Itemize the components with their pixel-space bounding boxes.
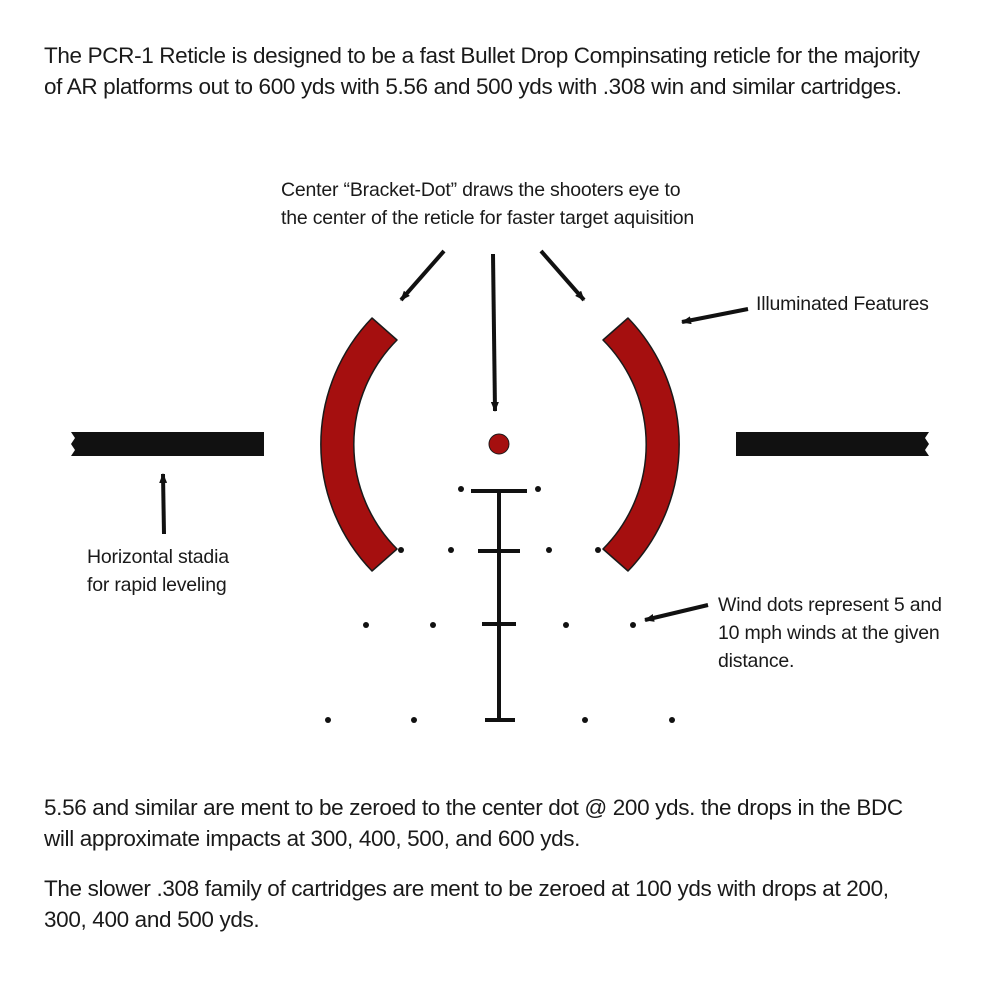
arrow-to-wind-dot [644, 603, 709, 622]
zero-note-556: 5.56 and similar are ment to be zeroed t… [44, 792, 903, 854]
wind-dots-callout: Wind dots represent 5 and 10 mph winds a… [718, 591, 942, 675]
arrow-to-illuminated-features [681, 307, 749, 325]
wind-dot [398, 547, 404, 553]
wind-dot [595, 547, 601, 553]
wind-dot [563, 622, 569, 628]
wind-dot [458, 486, 464, 492]
wind-dots [325, 486, 675, 723]
zero-note-308-line-1: The slower .308 family of cartridges are… [44, 876, 889, 901]
wind-dots-line-2: 10 mph winds at the given [718, 622, 940, 644]
left-horizontal-stadia [71, 432, 264, 456]
wind-dot [546, 547, 552, 553]
wind-dot [363, 622, 369, 628]
wind-dots-line-1: Wind dots represent 5 and [718, 594, 942, 616]
zero-note-308-line-2: 300, 400 and 500 yds. [44, 907, 260, 932]
wind-dot [448, 547, 454, 553]
wind-dot [669, 717, 675, 723]
intro-paragraph: The PCR-1 Reticle is designed to be a fa… [44, 40, 920, 102]
arrow-to-left-bracket [399, 249, 446, 302]
bracket-dot-callout: Center “Bracket-Dot” draws the shooters … [281, 176, 694, 232]
horizontal-stadia-callout: Horizontal stadia for rapid leveling [87, 543, 229, 599]
arrow-to-right-bracket [539, 249, 586, 302]
intro-line-1: The PCR-1 Reticle is designed to be a fa… [44, 43, 920, 68]
center-illuminated-dot [488, 433, 510, 455]
zero-note-556-line-1: 5.56 and similar are ment to be zeroed t… [44, 795, 903, 820]
illuminated-features-callout: Illuminated Features [756, 290, 929, 318]
intro-line-2: of AR platforms out to 600 yds with 5.56… [44, 74, 902, 99]
right-illuminated-bracket [602, 317, 680, 572]
arrow-to-center-dot [490, 253, 499, 412]
wind-dots-line-3: distance. [718, 650, 795, 672]
left-illuminated-bracket [320, 317, 398, 572]
wind-dot [325, 717, 331, 723]
wind-dot [582, 717, 588, 723]
bracket-dot-callout-line-2: the center of the reticle for faster tar… [281, 207, 695, 229]
wind-dot [411, 717, 417, 723]
arrow-to-horizontal-stadia [159, 473, 168, 535]
bracket-dot-callout-line-1: Center “Bracket-Dot” draws the shooters … [281, 179, 681, 201]
right-horizontal-stadia [736, 432, 929, 456]
wind-dot [430, 622, 436, 628]
horizontal-stadia-line-2: for rapid leveling [87, 574, 227, 596]
zero-note-308: The slower .308 family of cartridges are… [44, 873, 889, 935]
illuminated-features-label: Illuminated Features [756, 293, 929, 315]
wind-dot [535, 486, 541, 492]
horizontal-stadia-line-1: Horizontal stadia [87, 546, 229, 568]
zero-note-556-line-2: will approximate impacts at 300, 400, 50… [44, 826, 581, 851]
wind-dot [630, 622, 636, 628]
